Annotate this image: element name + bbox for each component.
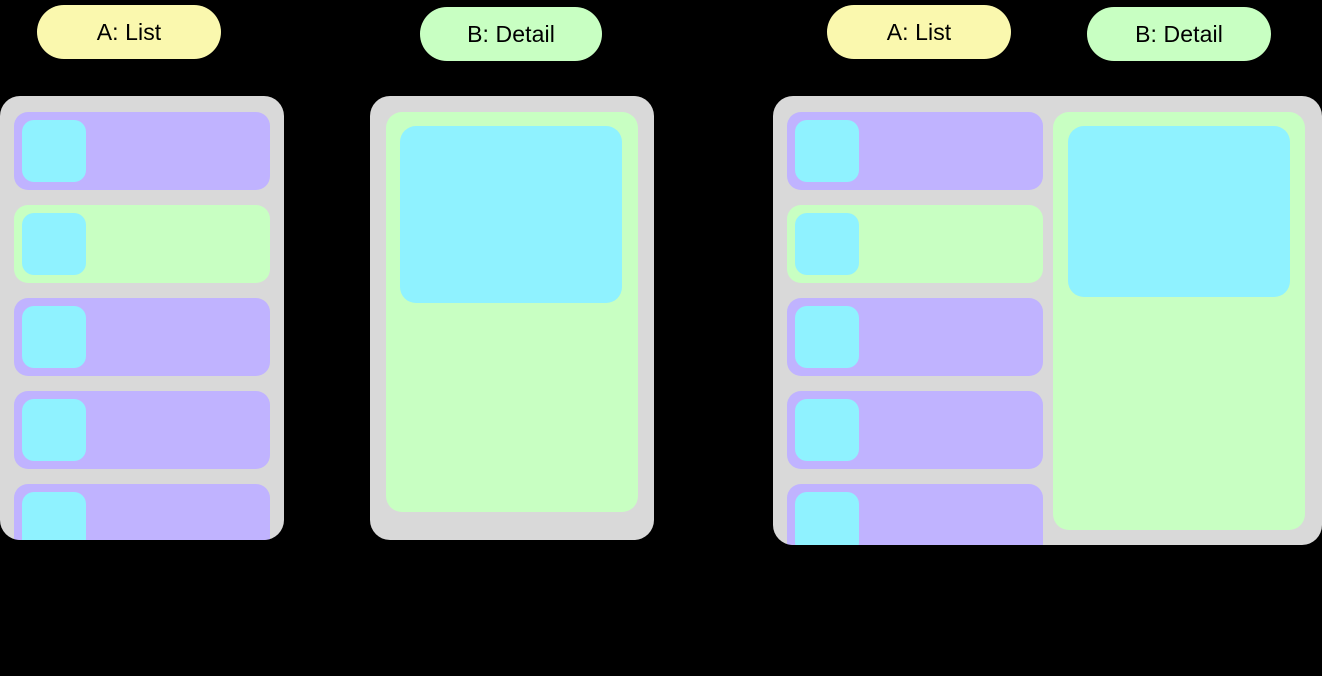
list-item-thumbnail-icon: [22, 213, 86, 275]
list-item-thumbnail-icon: [22, 399, 86, 461]
list-item[interactable]: [787, 298, 1043, 376]
list-item[interactable]: [787, 112, 1043, 190]
label-text: B: Detail: [467, 20, 555, 47]
detail-panel-frame: [370, 96, 654, 540]
detail-hero-image: [1068, 126, 1290, 297]
detail-content-card[interactable]: [386, 112, 638, 512]
list-item[interactable]: [14, 484, 270, 540]
list-item-thumbnail-icon: [22, 306, 86, 368]
list-item-thumbnail-icon: [795, 213, 859, 275]
list-panel-frame: [0, 96, 284, 540]
label-pill-a-list-right: A: List: [827, 5, 1011, 59]
combined-panel-frame: [773, 96, 1322, 545]
detail-hero-image: [400, 126, 622, 303]
label-text: B: Detail: [1135, 20, 1223, 47]
label-pill-b-detail-right: B: Detail: [1087, 7, 1271, 61]
label-pill-a-list-left: A: List: [37, 5, 221, 59]
label-text: A: List: [96, 18, 162, 45]
list-item-thumbnail-icon: [795, 492, 859, 545]
list-item[interactable]: [787, 484, 1043, 545]
list-item-thumbnail-icon: [795, 120, 859, 182]
list-item-thumbnail-icon: [22, 492, 86, 540]
list-item[interactable]: [787, 391, 1043, 469]
list-item[interactable]: [14, 391, 270, 469]
list-item[interactable]: [14, 298, 270, 376]
list-item[interactable]: [787, 205, 1043, 283]
list-item-thumbnail-icon: [795, 399, 859, 461]
list-item[interactable]: [14, 205, 270, 283]
list-item-thumbnail-icon: [22, 120, 86, 182]
list-item[interactable]: [14, 112, 270, 190]
label-text: A: List: [886, 18, 952, 45]
label-pill-b-detail-left: B: Detail: [420, 7, 602, 61]
detail-content-card[interactable]: [1053, 112, 1305, 530]
list-item-thumbnail-icon: [795, 306, 859, 368]
